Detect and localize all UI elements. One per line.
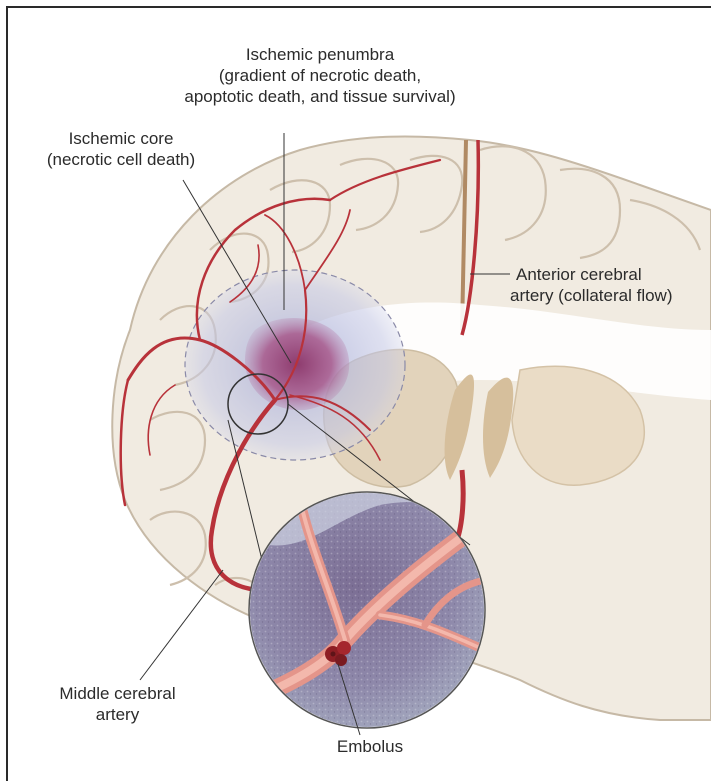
label-ischemic-core: Ischemic core (necrotic cell death) [0,128,242,170]
label-ischemic-penumbra: Ischemic penumbra (gradient of necrotic … [155,44,485,107]
penumbra-title: Ischemic penumbra [155,44,485,65]
core-desc: (necrotic cell death) [0,149,242,170]
aca-title: Anterior cerebral [510,264,706,285]
mca-desc: artery [30,704,205,725]
aca-desc: artery (collateral flow) [510,285,706,306]
mca-title: Middle cerebral [30,683,205,704]
inset-magnified-view [249,492,485,735]
penumbra-desc-1: (gradient of necrotic death, [155,65,485,86]
label-embolus: Embolus [322,736,418,757]
penumbra-desc-2: apoptotic death, and tissue survival) [155,86,485,107]
leader-mca [140,570,223,680]
core-title: Ischemic core [0,128,242,149]
label-anterior-cerebral-artery: Anterior cerebral artery (collateral flo… [510,264,706,306]
label-middle-cerebral-artery: Middle cerebral artery [30,683,205,725]
